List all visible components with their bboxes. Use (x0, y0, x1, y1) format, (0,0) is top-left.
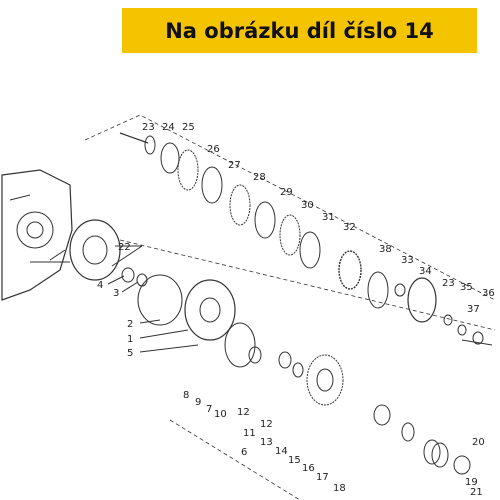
callout-35: 34 (419, 266, 432, 277)
callout-36: 35 (460, 282, 473, 293)
callout-33: 32 (343, 222, 356, 233)
callout-15: 15 (288, 455, 301, 466)
callout-39: 38 (379, 244, 392, 255)
callout-29: 28 (253, 172, 266, 183)
callout-25: 24 (162, 122, 175, 133)
callout-3: 3 (113, 288, 119, 299)
callout-31: 30 (301, 200, 314, 211)
callout-1: 1 (127, 334, 133, 345)
callout-16: 16 (302, 463, 315, 474)
callout-9: 9 (195, 397, 201, 408)
callout-2: 2 (127, 319, 133, 330)
callout-18: 18 (333, 483, 346, 494)
callout-7: 7 (206, 404, 212, 415)
callout-12a: 12 (237, 407, 250, 418)
callout-19: 19 (465, 477, 478, 488)
banner-title: Na obrázku díl číslo 14 (165, 18, 434, 43)
callout-20: 21 (470, 487, 483, 498)
callout-4: 4 (97, 280, 103, 291)
part-number-banner: Na obrázku díl číslo 14 (122, 8, 477, 53)
callout-10: 10 (214, 409, 227, 420)
callout-11: 11 (243, 428, 256, 439)
callout-30: 29 (280, 187, 293, 198)
callout-13: 13 (260, 437, 273, 448)
callout-34: 33 (401, 255, 414, 266)
callout-38: 37 (467, 304, 480, 315)
callout-37: 36 (482, 288, 495, 299)
callout-17: 17 (316, 472, 329, 483)
callout-24: 23 (142, 122, 155, 133)
callout-22: 22 (118, 242, 131, 253)
callout-28: 27 (228, 160, 241, 171)
callout-6: 6 (241, 447, 247, 458)
callout-21: 20 (472, 437, 485, 448)
callout-32: 31 (322, 212, 335, 223)
callout-27: 26 (207, 144, 220, 155)
callout-12b: 12 (260, 419, 273, 430)
callout-23: 23 (442, 278, 455, 289)
callout-14: 14 (275, 446, 288, 457)
callout-26: 25 (182, 122, 195, 133)
callout-5: 5 (127, 348, 133, 359)
callout-8: 8 (183, 390, 189, 401)
